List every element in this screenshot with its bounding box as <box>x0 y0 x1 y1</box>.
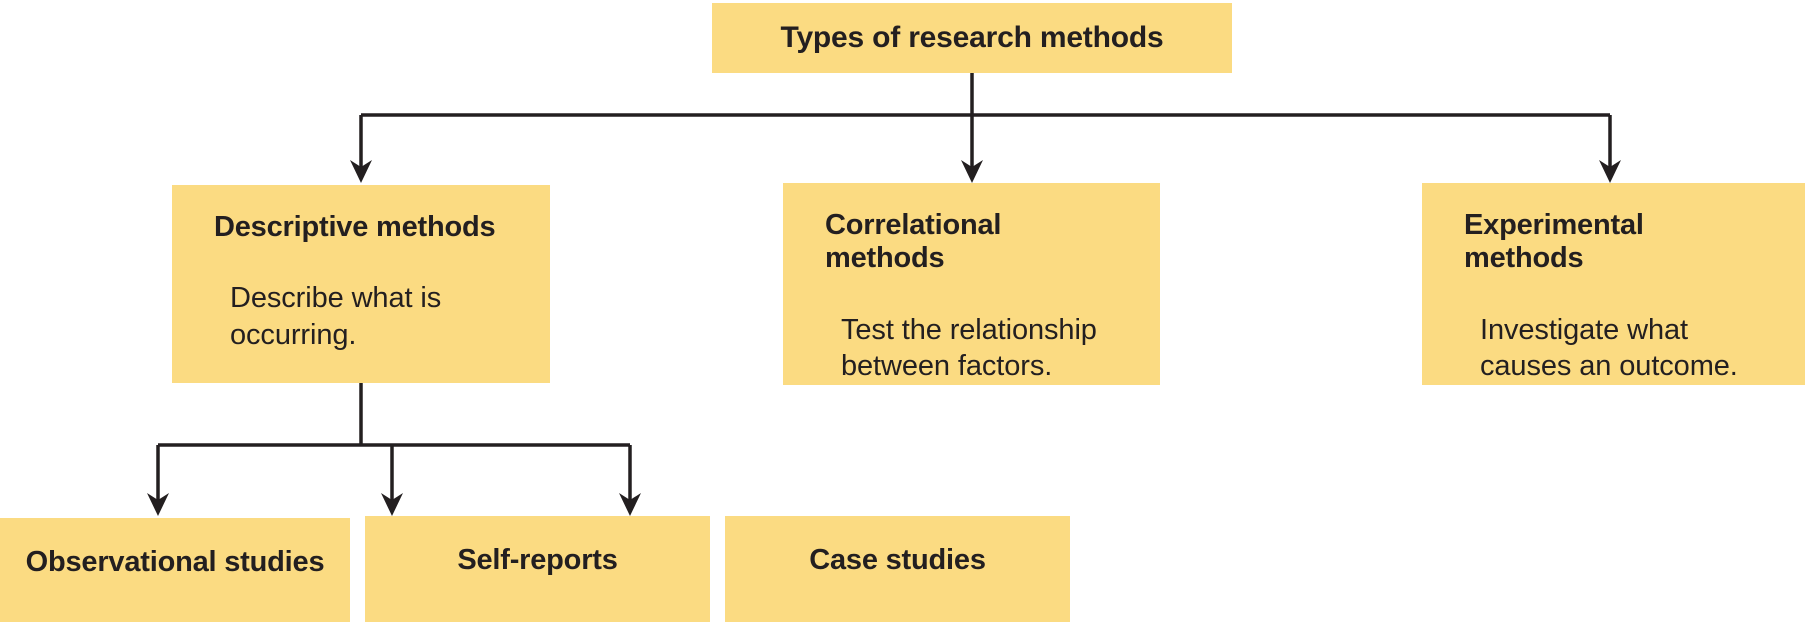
node-descriptive-methods-description: Describe what is occurring. <box>230 282 442 351</box>
arrowhead-observational <box>147 493 169 516</box>
node-root-title: Types of research methods <box>780 20 1164 54</box>
node-correlational-methods-title: Correlational methods <box>825 209 1002 275</box>
arrowhead-descriptive <box>350 160 372 183</box>
node-correlational-methods-description: Test the relationship between factors. <box>841 313 1097 382</box>
arrowhead-case-studies <box>619 493 641 516</box>
node-observational-studies: Observational studies <box>0 518 350 622</box>
node-descriptive-methods-title: Descriptive methods <box>214 211 496 243</box>
arrowhead-experimental <box>1599 160 1621 183</box>
arrowhead-correlational <box>961 160 983 183</box>
node-experimental-methods-description: Investigate what causes an outcome. <box>1480 313 1738 382</box>
node-descriptive-methods: Descriptive methods Describe what is occ… <box>172 185 550 383</box>
node-experimental-methods: Experimental methods Investigate what ca… <box>1422 183 1805 385</box>
node-self-reports: Self-reports <box>365 516 710 622</box>
arrowhead-self-reports <box>381 493 403 516</box>
node-root-types-of-research-methods: Types of research methods <box>712 3 1232 73</box>
node-case-studies-title: Case studies <box>809 544 986 576</box>
node-correlational-methods: Correlational methods Test the relations… <box>783 183 1160 385</box>
node-experimental-methods-title: Experimental methods <box>1464 209 1644 275</box>
node-case-studies: Case studies <box>725 516 1070 622</box>
node-observational-studies-title: Observational studies <box>25 546 325 578</box>
node-self-reports-title: Self-reports <box>457 544 618 576</box>
